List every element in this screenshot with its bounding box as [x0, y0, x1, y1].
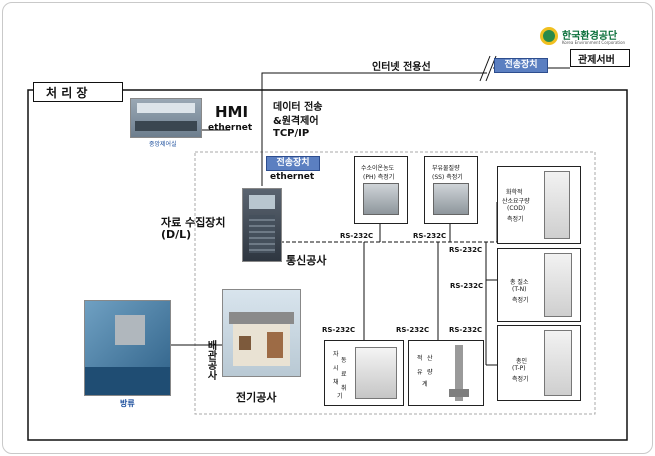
tp-meter-box: 총인 (T-P) 측정기	[497, 325, 581, 401]
plant-title-box: 처 리 장	[33, 82, 123, 102]
piping-work-text: 배관공사	[205, 340, 216, 380]
outfall-label: 방류	[120, 399, 135, 408]
server-box: 관제서버	[570, 49, 630, 67]
sampler-char: 료	[341, 371, 347, 378]
data-transfer-line3: TCP/IP	[273, 128, 310, 139]
cod-meter-line2: 산소요구량	[502, 198, 530, 205]
plant-title: 처 리 장	[46, 86, 88, 100]
collector-line1: 자료 수집장치	[161, 216, 226, 229]
data-logger-image	[242, 188, 282, 262]
flowmeter-char: 유	[417, 369, 423, 376]
rs232c-label: RS-232C	[322, 326, 356, 334]
logo-title: 한국환경공단	[562, 31, 618, 42]
tn-meter-line2: (T-N)	[512, 286, 527, 293]
flowmeter-box: 적 산 유 량 계	[408, 340, 484, 406]
flowmeter-char: 계	[422, 381, 428, 388]
flowmeter-image	[455, 345, 463, 401]
hmi-control-room-image	[130, 98, 202, 138]
sampler-char: 시	[333, 365, 339, 372]
sampler-image	[355, 347, 397, 399]
ph-meter-line2: (PH) 측정기	[363, 174, 395, 181]
logo-icon	[540, 27, 558, 45]
transmitter-badge: 전송장치	[266, 156, 320, 171]
electrical-work-label: 전기공사	[236, 391, 277, 404]
data-transfer-line1: 데이터 전송	[273, 102, 323, 113]
piping-work-label: 배관공사	[203, 340, 216, 380]
sampler-char: 기	[337, 393, 343, 400]
rs232c-label: RS-232C	[449, 246, 483, 254]
tp-meter-line1: 총인	[516, 358, 528, 365]
internet-line-label: 인터넷 전용선	[372, 62, 431, 73]
data-transfer-line2: &원격제어	[273, 116, 319, 127]
sampler-char: 자	[333, 351, 339, 358]
logo-subtitle: Korea Environment Corporation	[562, 40, 626, 45]
rs232c-label: RS-232C	[396, 326, 430, 334]
sampler-box: 자 동 시 료 채 취 기	[324, 340, 404, 406]
hmi-protocol: ethernet	[208, 123, 253, 133]
rs232c-label: RS-232C	[413, 232, 447, 240]
flowmeter-char: 량	[427, 369, 433, 376]
cod-meter-line3: (COD)	[507, 205, 526, 212]
tp-meter-line2: (T-P)	[512, 365, 526, 372]
cod-meter-box: 화학적 산소요구량 (COD) 측정기	[497, 166, 581, 244]
outfall-image	[84, 300, 171, 396]
transmitter-top-badge: 전송장치	[494, 58, 548, 73]
ph-meter-image	[363, 183, 399, 215]
comm-work-label: 통신공사	[286, 254, 327, 267]
hmi-caption: 중앙제어실	[149, 141, 177, 148]
rs232c-label: RS-232C	[450, 282, 484, 290]
server-label: 관제서버	[578, 55, 615, 66]
cod-meter-line1: 화학적	[506, 189, 523, 196]
tp-meter-image	[544, 330, 572, 396]
tn-meter-box: 총 질소 (T-N) 측정기	[497, 248, 581, 322]
ph-meter-line1: 수소이온농도	[361, 165, 395, 172]
flowmeter-char: 산	[427, 355, 433, 362]
tp-meter-line3: 측정기	[512, 376, 529, 383]
hmi-title: HMI	[215, 103, 249, 121]
transmitter-protocol: ethernet	[270, 172, 315, 182]
rs232c-label: RS-232C	[449, 326, 483, 334]
tn-meter-line1: 총 질소	[510, 279, 529, 286]
sampler-char: 채	[333, 379, 339, 386]
electrical-building-image	[222, 289, 301, 377]
sampler-char: 취	[341, 385, 347, 392]
sampler-char: 동	[341, 357, 347, 364]
collector-line2: (D/L)	[161, 228, 192, 241]
ss-meter-line2: (SS) 측정기	[432, 174, 463, 181]
flowmeter-char: 적	[417, 355, 423, 362]
ss-meter-image	[433, 183, 469, 215]
ss-meter-box: 부유물질량 (SS) 측정기	[424, 156, 478, 224]
cod-meter-line4: 측정기	[507, 216, 524, 223]
rs232c-label: RS-232C	[340, 232, 374, 240]
cod-meter-image	[544, 171, 570, 239]
ss-meter-line1: 부유물질량	[432, 165, 460, 172]
tn-meter-image	[544, 253, 572, 317]
ph-meter-box: 수소이온농도 (PH) 측정기	[354, 156, 408, 224]
tn-meter-line3: 측정기	[512, 297, 529, 304]
